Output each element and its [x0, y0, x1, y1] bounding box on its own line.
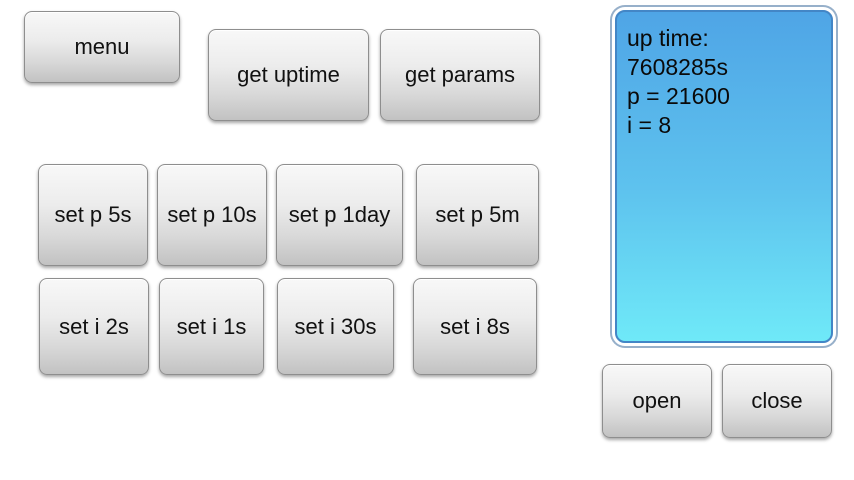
uptime-label: up time: — [627, 25, 709, 51]
close-button[interactable]: close — [722, 364, 832, 438]
p-value: p = 21600 — [627, 83, 730, 109]
set-p-1day-button[interactable]: set p 1day — [276, 164, 403, 266]
uptime-value: 7608285s — [627, 54, 729, 80]
set-i-30s-button[interactable]: set i 30s — [277, 278, 394, 375]
get-params-button[interactable]: get params — [380, 29, 540, 121]
set-i-2s-button[interactable]: set i 2s — [39, 278, 149, 375]
set-p-5m-button[interactable]: set p 5m — [416, 164, 539, 266]
status-display-panel: up time: 7608285s p = 21600 i = 8 — [615, 10, 833, 343]
menu-button[interactable]: menu — [24, 11, 180, 83]
get-uptime-button[interactable]: get uptime — [208, 29, 369, 121]
set-i-1s-button[interactable]: set i 1s — [159, 278, 264, 375]
set-i-8s-button[interactable]: set i 8s — [413, 278, 537, 375]
open-button[interactable]: open — [602, 364, 712, 438]
set-p-10s-button[interactable]: set p 10s — [157, 164, 267, 266]
i-value: i = 8 — [627, 112, 672, 138]
set-p-5s-button[interactable]: set p 5s — [38, 164, 148, 266]
